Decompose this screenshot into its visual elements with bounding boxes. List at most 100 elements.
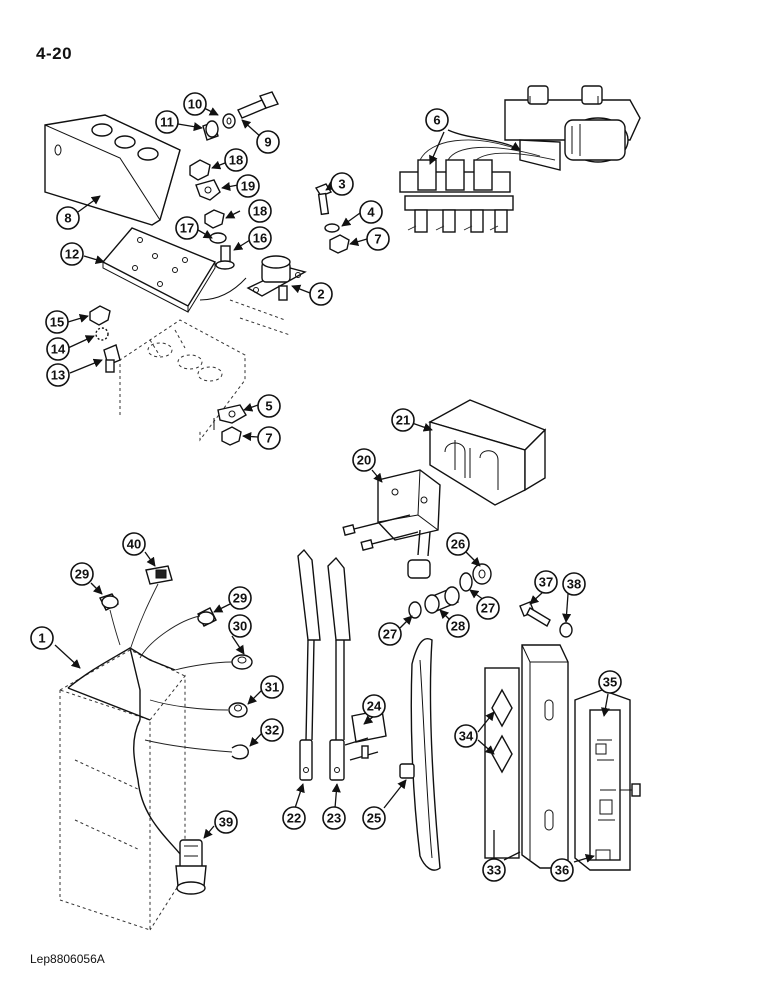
callout-label: 36 — [555, 863, 569, 878]
callout-20[interactable]: 20 — [352, 448, 376, 472]
callout-29-right[interactable]: 29 — [228, 586, 252, 610]
callout-label: 40 — [127, 537, 141, 552]
callout-label: 20 — [357, 453, 371, 468]
callout-33[interactable]: 33 — [482, 858, 506, 882]
callout-label: 30 — [233, 619, 247, 634]
callout-6[interactable]: 6 — [425, 108, 449, 132]
part-18-nut-upper — [189, 159, 211, 181]
callout-label: 35 — [603, 675, 617, 690]
callout-label: 38 — [567, 577, 581, 592]
part-26-spacer — [472, 563, 492, 585]
callout-label: 25 — [367, 811, 381, 826]
part-27-washer-upper — [459, 572, 473, 592]
callout-4[interactable]: 4 — [359, 200, 383, 224]
part-16-bolt — [215, 245, 235, 270]
callout-label: 12 — [65, 247, 79, 262]
callout-label: 2 — [317, 287, 324, 302]
part-2-switch — [246, 255, 307, 301]
part-30-grommet — [231, 654, 253, 670]
callout-29-left[interactable]: 29 — [70, 562, 94, 586]
mounting-housing-outline — [119, 277, 291, 442]
callout-8[interactable]: 8 — [56, 206, 80, 230]
part-5-clip — [213, 404, 247, 430]
figure-reference: Lep8806056A — [30, 952, 105, 966]
part-1-wiring-harness — [59, 583, 233, 931]
callout-18-lower[interactable]: 18 — [248, 199, 272, 223]
part-23-wiper-arm — [327, 556, 351, 781]
callout-32[interactable]: 32 — [260, 718, 284, 742]
callout-label: 23 — [327, 811, 341, 826]
callout-label: 37 — [539, 575, 553, 590]
callout-36[interactable]: 36 — [550, 858, 574, 882]
callout-13[interactable]: 13 — [46, 363, 70, 387]
callout-2[interactable]: 2 — [309, 282, 333, 306]
callout-label: 29 — [75, 567, 89, 582]
callout-28[interactable]: 28 — [446, 614, 470, 638]
callout-19[interactable]: 19 — [236, 174, 260, 198]
callout-label: 5 — [265, 399, 272, 414]
callout-24[interactable]: 24 — [362, 694, 386, 718]
callout-40[interactable]: 40 — [122, 532, 146, 556]
callout-23[interactable]: 23 — [322, 806, 346, 830]
callout-10[interactable]: 10 — [183, 92, 207, 116]
callout-9[interactable]: 9 — [256, 130, 280, 154]
callout-22[interactable]: 22 — [282, 806, 306, 830]
callout-5[interactable]: 5 — [257, 394, 281, 418]
callout-30[interactable]: 30 — [228, 614, 252, 638]
callout-25[interactable]: 25 — [362, 806, 386, 830]
callout-12[interactable]: 12 — [60, 242, 84, 266]
callout-7-upper[interactable]: 7 — [366, 227, 390, 251]
part-34-seal-strip — [484, 667, 520, 859]
part-24-linkage-bracket — [344, 709, 387, 761]
callout-label: 18 — [253, 204, 267, 219]
callout-label: 3 — [338, 177, 345, 192]
part-11-bushing — [202, 120, 219, 141]
callout-14[interactable]: 14 — [46, 337, 70, 361]
callout-1[interactable]: 1 — [30, 626, 54, 650]
part-8-mounting-plate — [44, 114, 181, 226]
callout-15[interactable]: 15 — [45, 310, 69, 334]
part-13-bolt — [103, 344, 121, 373]
callout-3[interactable]: 3 — [330, 172, 354, 196]
callout-label: 15 — [50, 315, 64, 330]
callout-label: 9 — [264, 135, 271, 150]
part-7-nut-lower — [221, 426, 242, 446]
callout-16[interactable]: 16 — [248, 226, 272, 250]
callout-label: 39 — [219, 815, 233, 830]
part-38-washer — [559, 622, 573, 638]
callout-27-right[interactable]: 27 — [476, 596, 500, 620]
callout-label: 6 — [433, 113, 440, 128]
part-9-bolt — [237, 91, 279, 119]
callout-label: 16 — [253, 231, 267, 246]
callout-label: 10 — [188, 97, 202, 112]
callout-21[interactable]: 21 — [391, 408, 415, 432]
callout-27-left[interactable]: 27 — [378, 622, 402, 646]
callout-label: 1 — [38, 631, 45, 646]
part-15-nut — [89, 305, 111, 326]
callout-35[interactable]: 35 — [598, 670, 622, 694]
callout-17[interactable]: 17 — [175, 216, 199, 240]
callout-7-lower[interactable]: 7 — [257, 426, 281, 450]
part-22-wiper-arm — [297, 548, 321, 781]
callout-26[interactable]: 26 — [446, 532, 470, 556]
part-29-grommet-left — [99, 593, 119, 611]
callout-38[interactable]: 38 — [562, 572, 586, 596]
part-33-blade-holder — [521, 644, 569, 869]
part-7-nut-upper — [329, 234, 350, 254]
callout-label: 31 — [265, 680, 279, 695]
part-27-washer-lower — [408, 601, 422, 619]
callout-34[interactable]: 34 — [454, 724, 478, 748]
callout-18-upper[interactable]: 18 — [224, 148, 248, 172]
callout-label: 7 — [265, 431, 272, 446]
callout-31[interactable]: 31 — [260, 675, 284, 699]
callout-37[interactable]: 37 — [534, 570, 558, 594]
callout-label: 33 — [487, 863, 501, 878]
part-28-bushing — [424, 586, 460, 614]
callout-label: 21 — [396, 413, 410, 428]
part-37-bolt — [519, 601, 551, 627]
part-6-wiper-motor — [399, 85, 641, 233]
callout-11[interactable]: 11 — [155, 110, 179, 134]
callout-39[interactable]: 39 — [214, 810, 238, 834]
page-number: 4-20 — [36, 44, 73, 63]
